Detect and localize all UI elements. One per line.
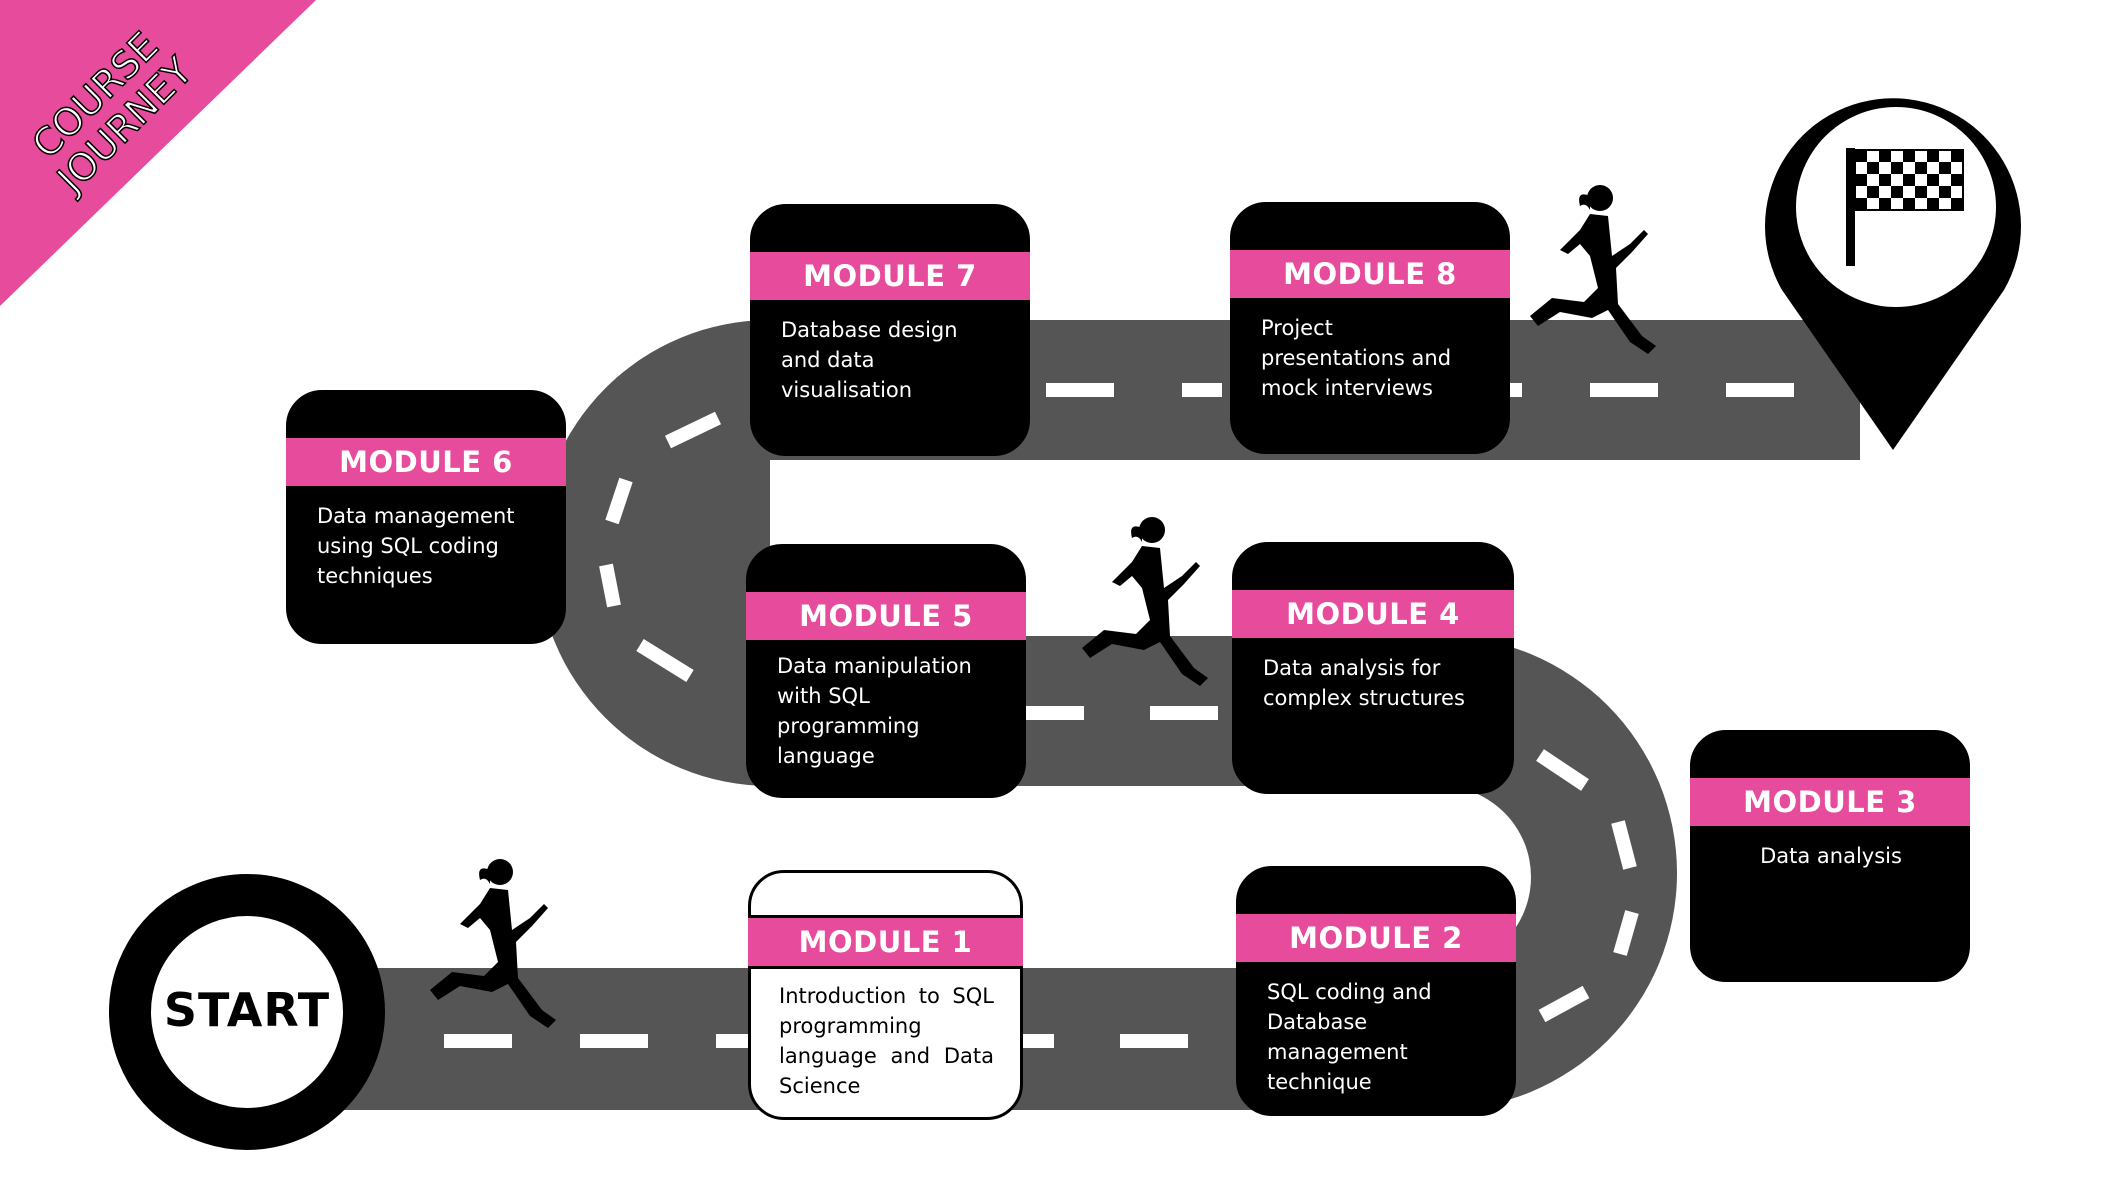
lane-markings-left-curve (599, 411, 722, 682)
module-7-title: MODULE 7 (750, 249, 1030, 303)
checker-square (1903, 186, 1915, 198)
module-5-description: Data manipulation with SQL programming l… (777, 654, 972, 768)
checker-square (1867, 174, 1879, 186)
module-3-card: MODULE 3 Data analysis (1690, 730, 1970, 982)
module-6-description: Data management using SQL coding techniq… (317, 504, 515, 588)
checker-square (1855, 162, 1867, 174)
checker-square (1879, 162, 1891, 174)
checkered-flag-icon (1846, 148, 1964, 266)
checker-square (1939, 186, 1951, 198)
corner-banner-shape (0, 0, 316, 306)
module-4-card: MODULE 4 Data analysis for complex struc… (1232, 542, 1514, 794)
checker-square (1927, 198, 1939, 210)
checker-square (1867, 150, 1879, 162)
checker-square (1903, 198, 1915, 210)
start-ring (109, 874, 385, 1150)
module-2-card: MODULE 2 SQL coding and Database managem… (1236, 866, 1516, 1116)
module-7-card: MODULE 7 Database design and data visual… (750, 204, 1030, 456)
module-5-title: MODULE 5 (746, 589, 1026, 643)
module-8-title: MODULE 8 (1230, 247, 1510, 301)
checker-square (1915, 186, 1927, 198)
checker-square (1915, 150, 1927, 162)
runner-icon (1530, 185, 1656, 354)
checker-square (1891, 174, 1903, 186)
checker-square (1927, 186, 1939, 198)
module-8-description: Project presentations and mock interview… (1261, 316, 1452, 400)
module-5-card: MODULE 5 Data manipulation with SQL prog… (746, 544, 1026, 798)
checker-square (1903, 162, 1915, 174)
checker-square (1939, 150, 1951, 162)
checker-square (1879, 150, 1891, 162)
checker-square (1879, 174, 1891, 186)
lane-markings (444, 383, 1794, 1048)
checker-square (1951, 198, 1963, 210)
module-1-description: Introduction to SQL programming language… (779, 984, 994, 1098)
module-7-description: Database design and data visualisation (781, 318, 958, 402)
checker-square (1951, 186, 1963, 198)
checker-square (1855, 174, 1867, 186)
checker-square (1879, 198, 1891, 210)
corner-banner: COURSE JOURNEY (0, 0, 330, 330)
module-6-card: MODULE 6 Data management using SQL codin… (286, 390, 566, 644)
checker-square (1939, 198, 1951, 210)
checker-square (1891, 162, 1903, 174)
checker-square (1927, 174, 1939, 186)
checker-border (1854, 149, 1964, 211)
module-1-card: MODULE 1 Introduction to SQL programming… (748, 870, 1023, 1120)
checker-square (1855, 186, 1867, 198)
checker-square (1939, 174, 1951, 186)
module-8-card: MODULE 8 Project presentations and mock … (1230, 202, 1510, 454)
module-2-description: SQL coding and Database management techn… (1267, 980, 1432, 1094)
checker-square (1867, 186, 1879, 198)
lane-markings-right-curve (1536, 749, 1639, 1023)
checker-square (1927, 150, 1939, 162)
checker-square (1867, 198, 1879, 210)
runner-icon (430, 859, 556, 1028)
module-4-description: Data analysis for complex structures (1263, 656, 1465, 710)
checker-square (1927, 162, 1939, 174)
checker-square (1951, 162, 1963, 174)
module-1-title: MODULE 1 (748, 915, 1023, 969)
checker-square (1903, 174, 1915, 186)
module-3-title: MODULE 3 (1690, 775, 1970, 829)
module-2-title: MODULE 2 (1236, 911, 1516, 965)
checker-square (1891, 198, 1903, 210)
module-6-title: MODULE 6 (286, 435, 566, 489)
checker-square (1915, 162, 1927, 174)
checker-square (1879, 186, 1891, 198)
checker-square (1891, 186, 1903, 198)
checker-square (1915, 198, 1927, 210)
checker-square (1951, 174, 1963, 186)
checker-square (1915, 174, 1927, 186)
checker-square (1867, 162, 1879, 174)
checker-square (1855, 198, 1867, 210)
checker-square (1855, 150, 1867, 162)
checker-square (1939, 162, 1951, 174)
module-3-description: Data analysis (1760, 844, 1902, 868)
checker-square (1951, 150, 1963, 162)
checker-square (1903, 150, 1915, 162)
start-label: START (163, 983, 331, 1037)
checker-square (1891, 150, 1903, 162)
runner-icon (1082, 517, 1208, 686)
module-4-title: MODULE 4 (1232, 587, 1514, 641)
